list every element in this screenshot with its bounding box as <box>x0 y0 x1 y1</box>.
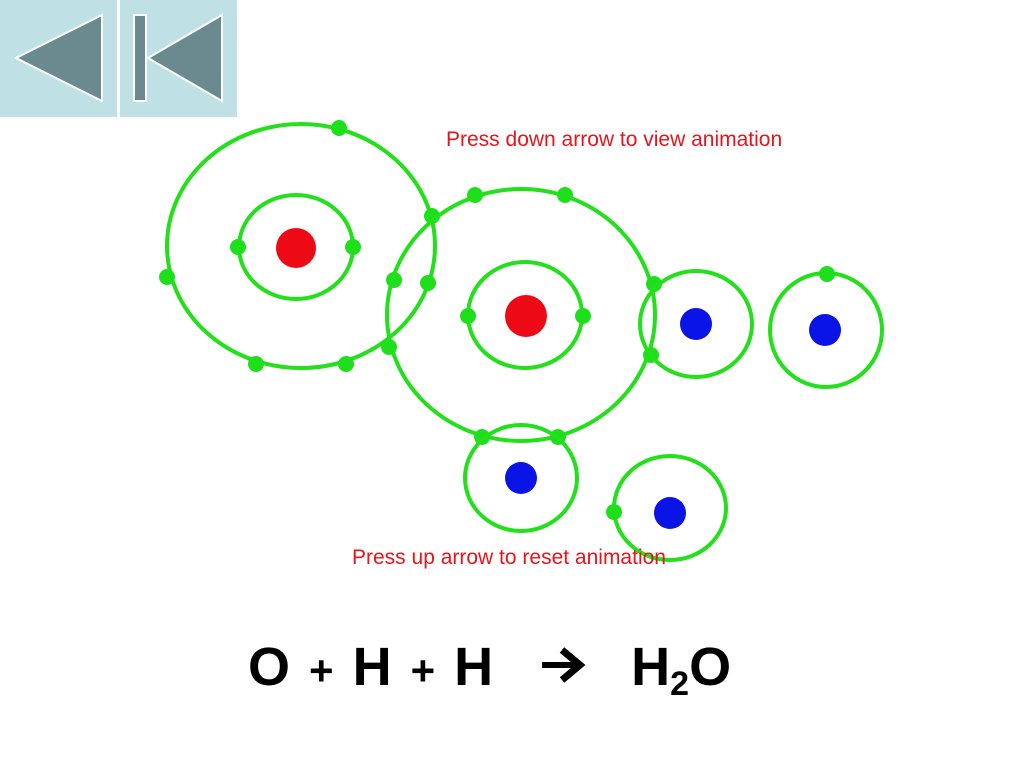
electron <box>230 239 246 255</box>
back-button[interactable] <box>0 0 117 117</box>
instruction-reset-animation: Press up arrow to reset animation <box>352 546 666 569</box>
hydrogen-nucleus <box>809 314 841 346</box>
electron <box>646 276 662 292</box>
electron <box>460 308 476 324</box>
oxygen-atom-left <box>159 120 440 372</box>
first-slide-button[interactable] <box>120 0 237 117</box>
product-water: H2O <box>631 637 732 701</box>
product-element-hydrogen: H <box>631 637 671 697</box>
electron <box>345 239 361 255</box>
plus-sign: + <box>309 647 334 694</box>
hydrogen-nucleus <box>505 462 537 494</box>
oxygen-atom-center <box>381 187 662 445</box>
outer-orbit <box>165 122 437 370</box>
oxygen-nucleus <box>276 228 316 268</box>
orbit <box>638 269 754 379</box>
electron <box>606 504 622 520</box>
hydrogen-atom-bonded-bottom <box>463 423 579 533</box>
instruction-view-animation: Press down arrow to view animation <box>446 128 783 151</box>
triangle-left-icon <box>13 13 103 103</box>
plus-sign: + <box>410 647 436 694</box>
electron <box>819 266 835 282</box>
oxygen-nucleus <box>505 295 547 337</box>
outer-orbit <box>385 187 657 443</box>
electron <box>381 339 397 355</box>
electron <box>338 356 354 372</box>
electron <box>159 269 175 285</box>
hydrogen-atom-free-right <box>768 266 884 389</box>
reactant-hydrogen: H <box>352 637 392 697</box>
chemical-equation: O + H + H H2O <box>248 637 732 701</box>
skip-to-first-icon <box>133 13 223 103</box>
reactant-oxygen: O <box>248 637 291 697</box>
electron <box>331 120 347 136</box>
electron <box>467 187 483 203</box>
electron <box>248 356 264 372</box>
orbit <box>463 423 579 533</box>
reactant-hydrogen: H <box>454 637 494 697</box>
electron <box>474 429 490 445</box>
product-element-oxygen: O <box>689 637 732 697</box>
electron <box>420 275 436 291</box>
hydrogen-atom-free-bottom <box>606 454 728 562</box>
hydrogen-nucleus <box>654 497 686 529</box>
hydrogen-atom-bonded-right <box>638 269 754 379</box>
product-subscript: 2 <box>670 665 690 703</box>
electron <box>557 187 573 203</box>
hydrogen-nucleus <box>680 308 712 340</box>
arrow-right-icon <box>542 647 586 683</box>
electron <box>575 308 591 324</box>
